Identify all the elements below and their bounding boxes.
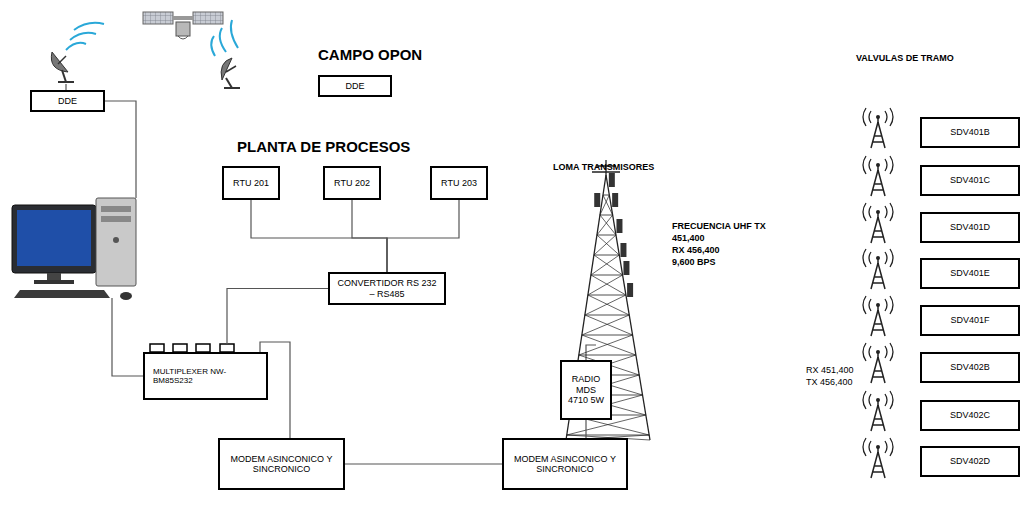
modem-box: MODEM ASINCONICO Y SINCRONICO	[218, 438, 345, 490]
valve-box: SDV402D	[920, 446, 1020, 477]
box-text: SDV401D	[950, 222, 990, 232]
group-heading: VALVULAS DE TRAMO	[856, 54, 954, 64]
area-heading: CAMPO OPON	[318, 47, 422, 64]
connector	[585, 420, 586, 438]
valve-box: SDV401F	[920, 305, 1020, 336]
connector	[352, 200, 387, 272]
box-text: SDV401B	[950, 127, 990, 137]
frequency-label: RX 456,400	[672, 246, 720, 256]
connector	[345, 463, 502, 464]
box-text: CONVERTIDOR RS 232 – RS485	[334, 278, 440, 299]
radio-box: RADIO MDS 4710 5W	[560, 360, 612, 420]
computer	[12, 198, 136, 300]
wire	[66, 84, 596, 376]
satellite-dish	[51, 52, 74, 82]
box-text: DDE	[345, 81, 364, 91]
box-text: RADIO MDS 4710 5W	[566, 374, 606, 405]
rtu-box: RTU 201	[222, 166, 280, 200]
frequency-label: TX 456,400	[806, 378, 853, 388]
box-text: MODEM ASINCONICO Y SINCRONICO	[224, 454, 339, 475]
converter-box: CONVERTIDOR RS 232 – RS485	[328, 272, 446, 305]
box-text: SDV402D	[950, 456, 990, 466]
box-text: SDV402C	[950, 410, 990, 420]
box-text: RTU 202	[334, 178, 370, 188]
dde-box: DDE	[318, 75, 392, 97]
dde-box: DDE	[30, 90, 105, 112]
box-text: SDV401F	[950, 315, 989, 325]
valve-box: SDV401C	[920, 165, 1020, 196]
rtu-box: RTU 202	[323, 166, 381, 200]
satellite-dish	[221, 58, 240, 88]
valve-box: SDV401B	[920, 117, 1020, 148]
box-text: MULTIPLEXER NW-BM85S232	[149, 367, 262, 385]
connector	[251, 200, 387, 272]
antenna-icon	[863, 108, 893, 478]
satellite	[143, 12, 223, 39]
area-heading: PLANTA DE PROCESOS	[237, 139, 410, 156]
multiplexer-box: MULTIPLEXER NW-BM85S232	[143, 352, 268, 400]
box-text: SDV402B	[950, 362, 990, 372]
signal-waves	[66, 20, 238, 56]
box-text: DDE	[58, 96, 77, 106]
connector	[387, 200, 459, 272]
connector	[227, 289, 328, 345]
box-text: RTU 201	[233, 178, 269, 188]
valve-box: SDV401D	[920, 212, 1020, 243]
frequency-label: RX 451,400	[806, 366, 854, 376]
box-text: SDV401C	[950, 175, 990, 185]
box-text: SDV401E	[950, 268, 990, 278]
box-text: RTU 203	[441, 178, 477, 188]
multiplexer-port	[150, 344, 234, 352]
box-text: MODEM ASINCONICO Y SINCRONICO	[508, 454, 622, 475]
valve-box: SDV402C	[920, 400, 1020, 431]
frequency-label: FRECUENCIA UHF TX	[672, 222, 766, 232]
modem-box: MODEM ASINCONICO Y SINCRONICO	[502, 438, 628, 490]
valve-box: SDV402B	[920, 352, 1020, 383]
site-name: LOMA TRANSMISORES	[553, 163, 654, 173]
rtu-box: RTU 203	[430, 166, 488, 200]
frequency-label: 9,600 BPS	[672, 258, 716, 268]
frequency-label: 451,400	[672, 234, 705, 244]
valve-box: SDV401E	[920, 258, 1020, 289]
